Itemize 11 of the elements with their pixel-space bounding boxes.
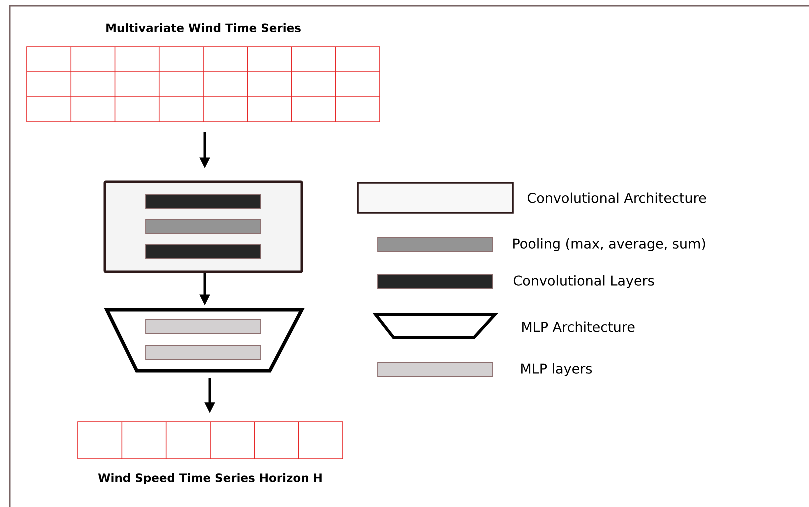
grid-title: Multivariate Wind Time Series (106, 24, 301, 32)
layer-bar (146, 220, 262, 234)
layer-bar (146, 346, 262, 360)
legend-label: Convolutional Layers (514, 275, 654, 289)
legend-label: Pooling (max, average, sum) (514, 238, 706, 252)
layer-bar (146, 194, 262, 210)
layer-bar (146, 244, 262, 260)
legend-label: MLP layers (522, 363, 592, 377)
grid-title: Wind Speed Time Series Horizon H (98, 473, 322, 485)
layer-bar (146, 320, 262, 334)
legend-item: Convolutional Architecture (357, 182, 706, 214)
